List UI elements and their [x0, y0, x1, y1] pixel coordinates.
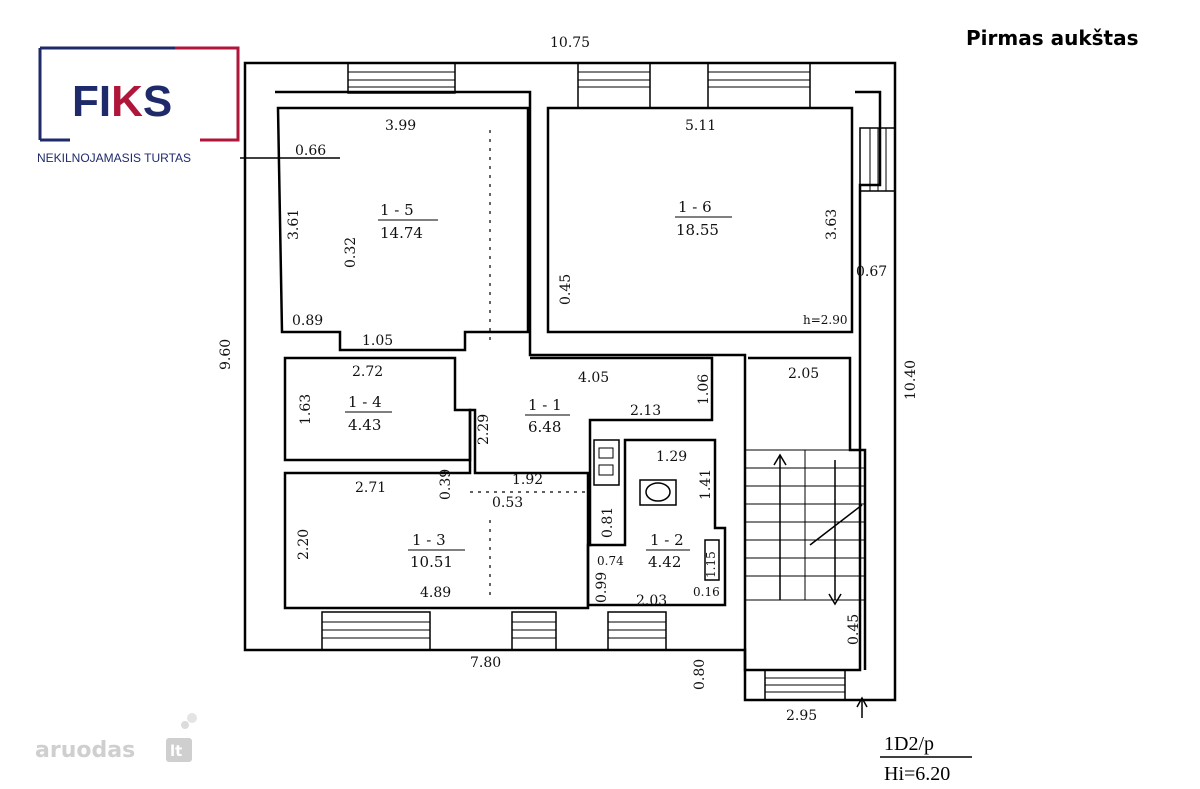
logo-text-s: S [143, 77, 172, 126]
dim-r5-bottom-mid: 1.05 [362, 333, 393, 349]
room-1-3-id: 1 - 3 [412, 531, 446, 549]
dim-r5-bottom-left: 0.89 [292, 313, 323, 329]
dim-r2-left: 0.99 [594, 572, 610, 603]
dim-r6-top: 5.11 [685, 118, 716, 134]
dim-r6-left: 0.45 [558, 274, 574, 305]
dim-bottom-right: 2.95 [786, 708, 817, 724]
dim-r2-small: 0.74 [597, 554, 624, 568]
dim-ceiling-height: h=2.90 [803, 313, 848, 327]
dim-r2-niche: 1.15 [704, 551, 718, 578]
dim-r5-offset: 0.66 [295, 143, 326, 159]
dim-entry-depth: 0.80 [692, 659, 708, 690]
dim-r3-corner: 0.39 [438, 469, 454, 500]
svg-text:FIKS: FIKS [72, 77, 172, 126]
dim-r1-door: 1.06 [696, 374, 712, 405]
room-1-1-area: 6.48 [528, 418, 561, 436]
staircase [744, 356, 867, 670]
room-1-6-outline [546, 106, 854, 334]
outer-walls [243, 61, 897, 702]
dim-left-total: 9.60 [218, 339, 234, 370]
logo-frame-right [175, 46, 240, 142]
room-1-1-id: 1 - 1 [528, 396, 562, 414]
dim-r5-height: 3.61 [286, 209, 302, 240]
dim-r3-height: 2.20 [296, 529, 312, 560]
fiks-logo: FIKS NEKILNOJAMASIS TURTAS [37, 46, 240, 165]
dim-r1-left: 2.29 [476, 414, 492, 445]
room-1-5-outline [276, 106, 530, 352]
room-1-4-id: 1 - 4 [348, 393, 382, 411]
dim-r2-top: 1.29 [656, 449, 687, 465]
dim-r2-right: 1.41 [698, 469, 714, 500]
watermark-text: aruodas [35, 738, 135, 763]
dim-hall-low: 0.53 [492, 495, 523, 511]
dim-r2-step: 0.81 [600, 507, 616, 538]
stamp-line-2: Hi=6.20 [884, 763, 950, 785]
dim-r4-top: 2.72 [352, 364, 383, 380]
room-1-5-area: 14.74 [380, 224, 423, 242]
dim-bottom-left: 7.80 [470, 655, 501, 671]
dim-hall-mid: 1.92 [512, 472, 543, 488]
room-1-5-id: 1 - 5 [380, 201, 414, 219]
dim-r2-bottom: 2.03 [636, 593, 667, 609]
stamp-line-1: 1D2/p [884, 733, 934, 755]
dim-r3-top: 2.71 [355, 480, 386, 496]
dim-r6-right-out: 0.67 [856, 264, 887, 280]
aruodas-watermark: aruodas lt [35, 713, 197, 763]
room-1-2-outline [586, 438, 727, 607]
dim-r5-inner: 0.32 [343, 237, 359, 268]
dim-right-total: 10.40 [903, 360, 919, 400]
dim-top-total: 10.75 [550, 35, 590, 51]
dim-stair-top: 2.05 [788, 366, 819, 382]
room-1-3-outline [283, 408, 590, 610]
room-1-3-area: 10.51 [410, 553, 453, 571]
dim-r3-bottom: 4.89 [420, 585, 451, 601]
dim-r1-top: 4.05 [578, 370, 609, 386]
logo-text-k: K [111, 77, 143, 126]
room-1-4-area: 4.43 [348, 416, 381, 434]
room-1-2-area: 4.42 [648, 553, 681, 571]
dim-r4-height: 1.63 [298, 394, 314, 425]
logo-subtitle: NEKILNOJAMASIS TURTAS [37, 151, 191, 165]
fixtures [593, 439, 720, 581]
floor-title: Pirmas aukštas [966, 26, 1138, 50]
watermark-suffix: lt [170, 742, 182, 760]
room-1-6-id: 1 - 6 [678, 198, 712, 216]
logo-text-fi: FI [72, 77, 111, 126]
room-1-6-area: 18.55 [676, 221, 719, 239]
dim-r1-right: 2.13 [630, 403, 661, 419]
dim-r2-niche-width: 0.16 [693, 585, 720, 599]
dim-r5-top: 3.99 [385, 118, 416, 134]
dim-stair-landing: 0.45 [846, 614, 862, 645]
room-1-2-id: 1 - 2 [650, 531, 684, 549]
watermark-house-icon [166, 738, 192, 762]
dim-r6-height: 3.63 [824, 209, 840, 240]
